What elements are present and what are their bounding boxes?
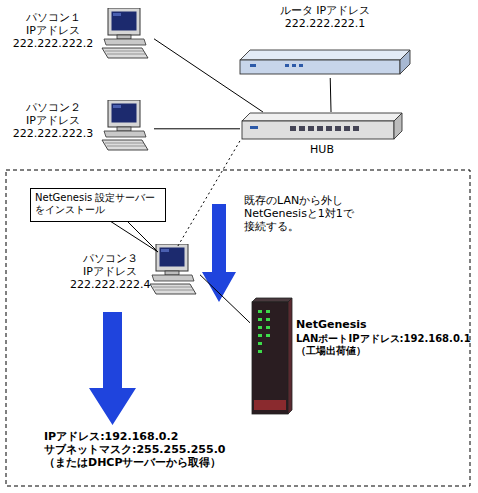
device-label: パソコン３ IPアドレス 222.222.222.4 <box>70 252 150 292</box>
router-icon <box>240 50 410 74</box>
result-arrow <box>89 312 136 425</box>
computer-node: パソコン２ IPアドレス 222.222.222.3 <box>8 98 154 154</box>
instruction-note: 既存のLANから外し NetGenesisと1対1で 接続する。 <box>244 194 362 234</box>
move-arrow <box>202 204 236 302</box>
network-cable <box>154 128 240 129</box>
callout-box: NetGenesis 設定サーバー をインストール <box>30 188 166 222</box>
callout-text: NetGenesis 設定サーバー をインストール <box>35 192 163 216</box>
computer-node: パソコン１ IPアドレス 222.222.222.2 <box>8 8 154 64</box>
device-label: ルータ IPアドレス 222.222.222.1 <box>238 4 412 30</box>
hub-node: HUB <box>240 112 404 160</box>
device-detail: LANポートIPアドレス:192.168.0.1 （工場出荷値） <box>296 333 478 357</box>
network-cable <box>154 39 263 112</box>
dotted-cable <box>178 141 240 246</box>
callout-tail <box>110 221 158 252</box>
hub-icon <box>242 113 402 139</box>
network-cable <box>330 78 332 112</box>
device-label: パソコン２ IPアドレス 222.222.222.3 <box>8 101 98 141</box>
network-cable <box>200 275 250 323</box>
computer-icon <box>102 100 148 150</box>
router-node: ルータ IPアドレス 222.222.222.1 <box>238 2 412 78</box>
netgenesis-device <box>252 298 292 414</box>
dashed-area <box>6 170 470 486</box>
computer-icon <box>102 8 148 58</box>
device-node: NetGenesisLANポートIPアドレス:192.168.0.1 （工場出荷… <box>250 296 478 418</box>
address-note: IPアドレス:192.168.0.2 サブネットマスク:255.255.255.… <box>44 430 244 470</box>
device-heading: NetGenesis <box>296 318 478 331</box>
device-label: HUB <box>240 143 404 156</box>
computer-node: パソコン３ IPアドレス 222.222.222.4 <box>70 246 200 294</box>
device-label: パソコン１ IPアドレス 222.222.222.2 <box>8 11 98 51</box>
